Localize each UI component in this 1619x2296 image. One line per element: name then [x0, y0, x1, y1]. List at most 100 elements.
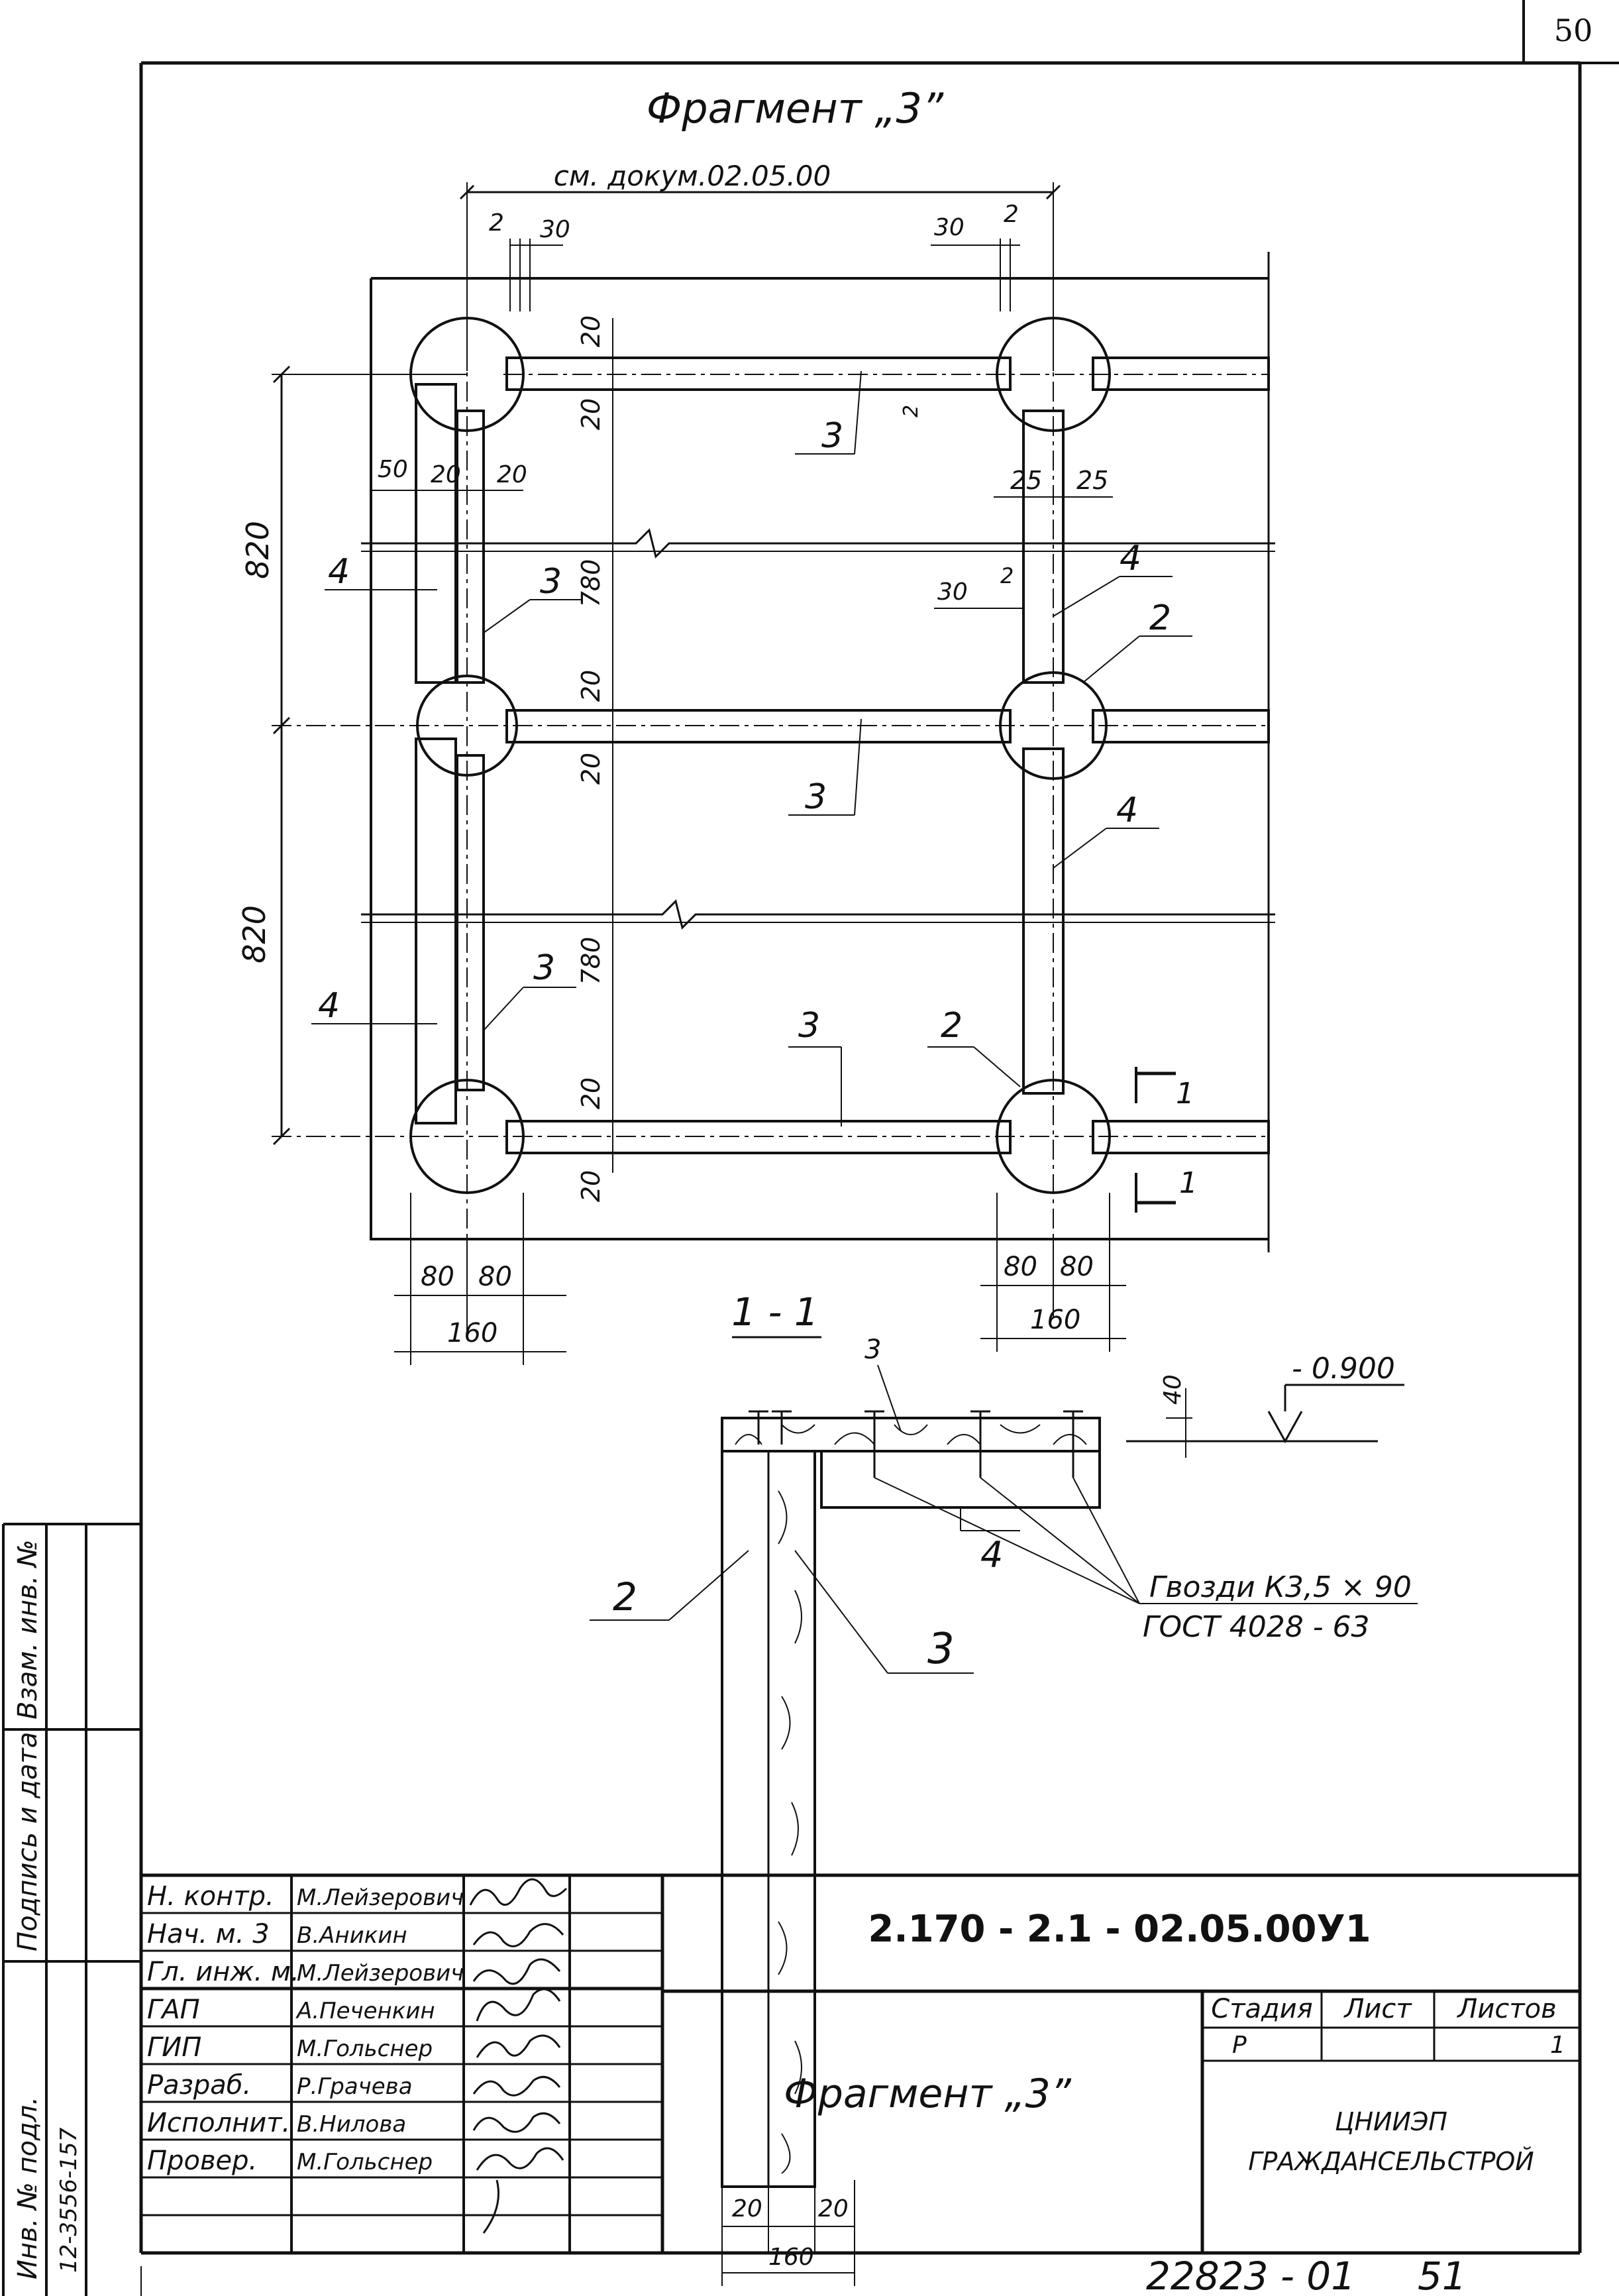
section-label-3-top: 3: [864, 1335, 881, 1365]
dim-top-left-2: 2: [489, 209, 504, 237]
nails-line-2: ГОСТ 4028 - 63: [1143, 1610, 1370, 1644]
vdim-8: 20: [576, 1170, 605, 1202]
stamp-inv-number: 12-3556-157: [56, 2127, 82, 2273]
role-4: ГИП: [147, 2032, 201, 2063]
dim-bl-80a: 80: [421, 1262, 454, 1292]
dim-mid-30: 30: [937, 578, 968, 606]
callout-4-a: 4: [328, 552, 350, 592]
name-7: М.Гольснер: [297, 2149, 433, 2175]
callout-4-d: 4: [318, 986, 340, 1026]
dim-mid-2: 2: [1000, 563, 1014, 588]
role-2: Гл. инж. м.: [147, 1957, 299, 1987]
callout-3-e: 3: [798, 1006, 820, 1046]
name-2: М.Лейзерович: [297, 1960, 464, 1987]
dim-right-25b: 25: [1076, 466, 1108, 495]
sheets-label: Листов: [1456, 1994, 1556, 2024]
callout-2-a: 2: [1149, 598, 1171, 638]
dim-right-25a: 25: [1010, 466, 1042, 495]
callout-3-b: 3: [540, 562, 562, 602]
org-line-2: ГРАЖДАНСЕЛЬСТРОЙ: [1248, 2147, 1534, 2176]
stamp-sign-date: Подпись и дата: [13, 1732, 43, 1951]
vdim-5: 20: [576, 753, 605, 785]
sheets-value: 1: [1550, 2032, 1565, 2059]
break-line-lower: [361, 899, 1275, 930]
break-line-upper: [361, 528, 1275, 559]
section-label-4: 4: [980, 1534, 1003, 1576]
callout-3-c: 3: [805, 777, 827, 817]
section-1-1: 1 - 1 3 4 - 0.900: [590, 1289, 1418, 2286]
vdim-2: 20: [576, 398, 605, 430]
dim-left-20b: 20: [497, 461, 527, 488]
footer-page: 51: [1418, 2254, 1467, 2296]
name-6: В.Нилова: [297, 2111, 406, 2138]
section-label-2: 2: [613, 1574, 637, 1619]
horizontal-boards: [505, 356, 1270, 1154]
vdim-4: 20: [576, 670, 605, 702]
section-mark-top: 1: [1176, 1077, 1194, 1111]
name-1: В.Аникин: [297, 1922, 407, 1949]
dim-40: 40: [1159, 1374, 1186, 1405]
beam-4: [820, 1450, 1101, 1509]
dim-br-160: 160: [1030, 1305, 1080, 1335]
section-title: 1 - 1: [731, 1289, 819, 1335]
role-1: Нач. м. 3: [147, 1919, 270, 1949]
dim-bl-160: 160: [447, 1318, 497, 1348]
sec-dim-20b: 20: [818, 2195, 849, 2222]
callout-4-c: 4: [1116, 791, 1138, 830]
footer-code: 22823 - 01: [1146, 2254, 1355, 2296]
role-3: ГАП: [147, 1995, 200, 2025]
sec-dim-160: 160: [768, 2244, 814, 2271]
stage-value: Р: [1232, 2032, 1247, 2059]
bottom-dims-right: 80 80 160: [980, 1193, 1126, 1352]
dim-br-80a: 80: [1004, 1252, 1037, 1282]
stamp-replace-inv: Взам. инв. №: [13, 1539, 43, 1720]
signatures: [469, 1878, 568, 2234]
height-dim-upper: 820: [240, 521, 276, 579]
dim-left-20a: 20: [431, 461, 461, 488]
title-block: Н. контр. Нач. м. 3 Гл. инж. м. ГАП ГИП …: [141, 1873, 1582, 2255]
callout-4-b: 4: [1120, 539, 1141, 578]
dim-top-right-2: 2: [1004, 201, 1019, 228]
org-line-1: ЦНИИЭП: [1335, 2107, 1447, 2136]
dim-left-50: 50: [378, 456, 408, 483]
sec-dim-20a: 20: [732, 2195, 762, 2222]
role-5: Разраб.: [147, 2070, 251, 2101]
callout-3-a: 3: [821, 416, 843, 456]
nails-line-1: Гвозди К3,5 × 90: [1149, 1570, 1412, 1604]
dim-top-left-30: 30: [540, 216, 570, 243]
role-6: Исполнит.: [147, 2108, 290, 2138]
vdim-6: 780: [576, 937, 605, 985]
sheet-frame: [139, 61, 1582, 2253]
left-vertical-beams: [415, 383, 485, 1124]
column-heads: [409, 317, 1111, 1194]
dim-bl-80b: 80: [478, 1262, 512, 1292]
section-mark: 1 1: [1135, 1067, 1198, 1213]
dim-top-right-30: 30: [934, 214, 965, 241]
stage-label: Стадия: [1211, 1994, 1312, 2024]
name-5: Р.Грачева: [297, 2073, 413, 2100]
side-stamp: Взам. инв. № Подпись и дата Инв. № подл.…: [2, 1523, 141, 2296]
name-3: А.Печенкин: [295, 1998, 435, 2024]
height-dim-lower: 820: [236, 905, 272, 963]
doc-code: 2.170 - 2.1 - 02.05.00У1: [868, 1908, 1371, 1951]
stamp-inv-orig: Инв. № подл.: [13, 2097, 43, 2279]
section-label-3: 3: [927, 1625, 955, 1674]
vdim-1: 20: [576, 315, 605, 347]
name-0: М.Лейзерович: [297, 1885, 464, 1911]
page-number-box: 50: [1522, 0, 1619, 64]
name-4: М.Гольснер: [297, 2036, 433, 2062]
elevation-mark: - 0.900 40: [1126, 1352, 1404, 1458]
dim-small-2: 2: [900, 405, 923, 417]
dim-br-80b: 80: [1060, 1252, 1094, 1282]
plan-callouts: 3 4 3 4 2 3 4 4 3 3: [311, 370, 1192, 1126]
role-7: Провер.: [147, 2146, 257, 2176]
drawing-title: Фрагмент „3”: [647, 84, 944, 133]
role-0: Н. контр.: [147, 1881, 274, 1912]
callout-2-b: 2: [941, 1006, 963, 1046]
elevation-value: - 0.900: [1292, 1352, 1395, 1386]
page-number: 50: [1554, 13, 1593, 48]
plan-view: см. докум.02.05.00 2 30 30 2 820 820 20 …: [236, 160, 1275, 1365]
vdim-7: 20: [576, 1077, 605, 1109]
ref-doc-label: см. докум.02.05.00: [554, 160, 831, 192]
